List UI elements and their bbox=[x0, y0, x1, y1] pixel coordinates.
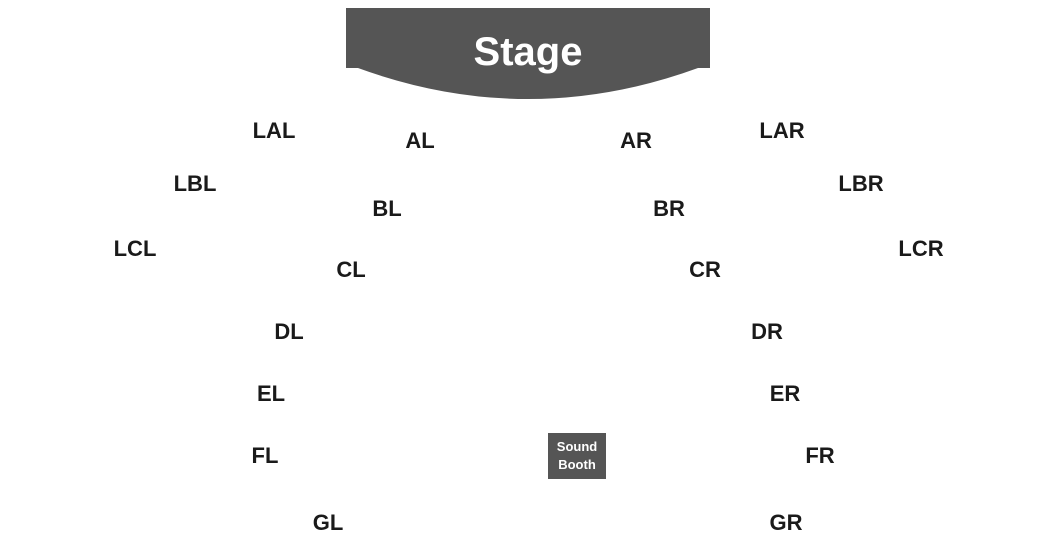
stage-label: Stage bbox=[473, 30, 583, 74]
section-lcr[interactable]: LCR bbox=[898, 236, 944, 261]
sound-booth-line1: Sound bbox=[556, 439, 598, 454]
section-lal[interactable]: LAL bbox=[252, 118, 296, 143]
section-lbl[interactable]: LBL bbox=[173, 171, 217, 196]
section-fr[interactable]: FR bbox=[805, 443, 835, 468]
section-bl[interactable]: BL bbox=[372, 196, 402, 221]
section-al[interactable]: AL bbox=[405, 128, 435, 153]
sound-booth-line2: Booth bbox=[558, 457, 596, 472]
section-gr[interactable]: GR bbox=[769, 510, 803, 535]
section-cr[interactable]: CR bbox=[689, 257, 721, 282]
section-lcl[interactable]: LCL bbox=[113, 236, 157, 261]
section-fl[interactable]: FL bbox=[251, 443, 279, 468]
section-ar[interactable]: AR bbox=[620, 128, 652, 153]
section-lbr[interactable]: LBR bbox=[838, 171, 884, 196]
section-el[interactable]: EL bbox=[256, 381, 286, 406]
section-dr[interactable]: DR bbox=[751, 319, 783, 344]
section-gl[interactable]: GL bbox=[312, 510, 344, 535]
section-dl[interactable]: DL bbox=[274, 319, 304, 344]
section-br[interactable]: BR bbox=[653, 196, 685, 221]
section-lar[interactable]: LAR bbox=[759, 118, 805, 143]
sound-booth: Sound Booth bbox=[548, 433, 606, 479]
section-cl[interactable]: CL bbox=[336, 257, 366, 282]
section-er[interactable]: ER bbox=[769, 381, 801, 406]
